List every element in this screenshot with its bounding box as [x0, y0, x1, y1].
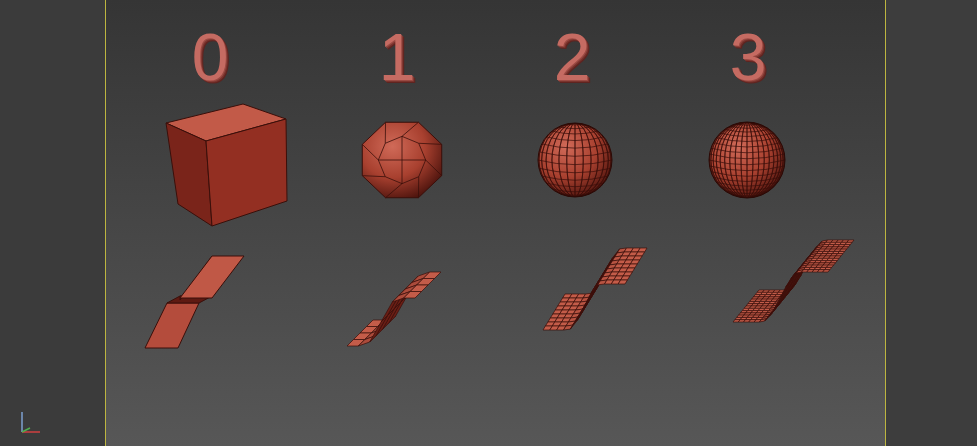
viewport-border: [885, 0, 886, 446]
cube-level-0: [166, 104, 287, 226]
surface-level-1: [347, 272, 441, 346]
viewport-ground: [106, 0, 885, 446]
level-number: 3: [703, 24, 793, 90]
level-number: 0: [165, 24, 255, 90]
axis-icon: [22, 412, 40, 432]
sphere-level-2: [538, 123, 612, 197]
surface-level-3: [733, 240, 854, 322]
viewport-border: [105, 0, 106, 446]
sphere-level-3: [709, 122, 785, 198]
sphere-level-1: [362, 122, 441, 197]
step-plane-level-0: [145, 256, 244, 348]
level-number: 1: [352, 24, 442, 90]
surface-level-2: [543, 248, 647, 330]
level-number: 2: [527, 24, 617, 90]
side-panel: [886, 0, 977, 446]
side-panel: [0, 0, 106, 446]
